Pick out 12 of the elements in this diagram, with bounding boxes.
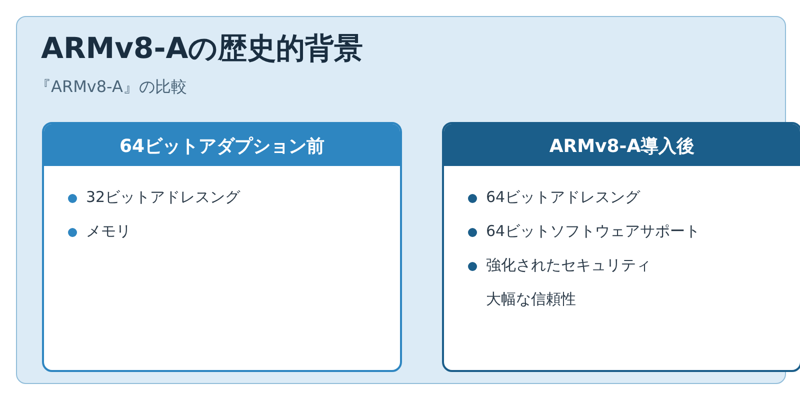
list-item: 強化されたセキュリティ (486, 256, 651, 275)
list-item: 32ビットアドレスング (86, 188, 240, 207)
comparison-card (442, 122, 800, 372)
list-item: 64ビットアドレスング (486, 188, 640, 207)
title: ARMv8-Aの歴史的背景 (41, 30, 364, 67)
list-item: 64ビットソフトウェアサポート (486, 222, 700, 241)
card-heading: 64ビットアダプション前 (118, 135, 326, 158)
card-heading: ARMv8-A導入後 (548, 135, 696, 158)
subtitle: 『ARMv8-A』の比較 (35, 77, 187, 98)
list-item: メモリ (86, 222, 131, 241)
note-text: 大幅な信頼性 (486, 290, 576, 309)
comparison-card (42, 122, 402, 372)
